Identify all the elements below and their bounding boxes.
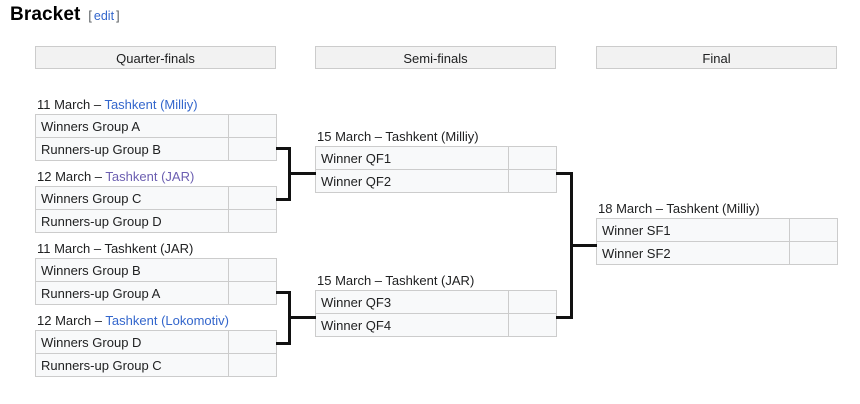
match-qf4: 12 March – Tashkent (Lokomotiv) Winners … [35, 312, 277, 377]
match-qf3-team2: Runners-up Group A [35, 281, 229, 305]
table-row: Winner QF4 [315, 313, 557, 337]
match-sf2-date: 15 March – Tashkent (JAR) [317, 273, 475, 288]
match-qf2-venue-link[interactable]: Tashkent (JAR) [105, 169, 195, 184]
match-qf4-score2 [228, 353, 277, 377]
match-qf4-team1: Winners Group D [35, 330, 229, 354]
table-row: Winners Group A [35, 114, 277, 138]
match-qf1: 11 March – Tashkent (Milliy) Winners Gro… [35, 96, 277, 161]
match-sf2-team2: Winner QF4 [315, 313, 509, 337]
match-qf3-caption: 11 March – Tashkent (JAR) [35, 240, 276, 258]
match-final: 18 March – Tashkent (Milliy) Winner SF1 … [596, 200, 838, 265]
match-qf4-score1 [228, 330, 277, 354]
match-final-score1 [789, 218, 838, 242]
match-final-team2: Winner SF2 [596, 241, 790, 265]
match-qf4-table: Winners Group D Runners-up Group C [35, 330, 277, 377]
match-qf1-score2 [228, 137, 277, 161]
connector-qf2-to-sf1-bottom [276, 198, 291, 201]
match-final-score2 [789, 241, 838, 265]
match-qf2: 12 March – Tashkent (JAR) Winners Group … [35, 168, 277, 233]
edit-section-link-wrapper: [edit] [88, 9, 119, 23]
match-qf4-caption: 12 March – Tashkent (Lokomotiv) [35, 312, 276, 330]
match-sf1: 15 March – Tashkent (Milliy) Winner QF1 … [315, 128, 557, 193]
match-qf2-date: 12 March – [37, 169, 106, 184]
match-qf4-venue-link[interactable]: Tashkent (Lokomotiv) [105, 313, 229, 328]
match-sf2-score1 [508, 290, 557, 314]
section-heading: Bracket [edit] [10, 4, 120, 26]
match-sf2-score2 [508, 313, 557, 337]
table-row: Winner QF3 [315, 290, 557, 314]
match-qf4-date: 12 March – [37, 313, 106, 328]
table-row: Winner QF1 [315, 146, 557, 170]
match-qf1-team2: Runners-up Group B [35, 137, 229, 161]
match-qf2-team2: Runners-up Group D [35, 209, 229, 233]
match-sf1-team1: Winner QF1 [315, 146, 509, 170]
match-qf3: 11 March – Tashkent (JAR) Winners Group … [35, 240, 277, 305]
match-qf3-score2 [228, 281, 277, 305]
match-qf2-caption: 12 March – Tashkent (JAR) [35, 168, 276, 186]
match-qf1-date: 11 March – [37, 97, 105, 112]
connector-final-stub [570, 244, 597, 247]
round-header-quarter-finals: Quarter-finals [35, 46, 276, 69]
table-row: Runners-up Group C [35, 353, 277, 377]
match-sf1-score2 [508, 169, 557, 193]
connector-sf1-stub [288, 172, 316, 175]
match-final-team1: Winner SF1 [596, 218, 790, 242]
table-row: Winners Group C [35, 186, 277, 210]
match-qf3-date: 11 March – Tashkent (JAR) [37, 241, 194, 256]
match-qf4-team2: Runners-up Group C [35, 353, 229, 377]
match-sf1-score1 [508, 146, 557, 170]
connector-qf1-to-sf1-top [276, 147, 291, 150]
round-header-semi-finals: Semi-finals [315, 46, 556, 69]
match-qf2-score1 [228, 186, 277, 210]
match-sf2: 15 March – Tashkent (JAR) Winner QF3 Win… [315, 272, 557, 337]
connector-sf2-to-final-bottom [556, 316, 573, 319]
match-qf1-score1 [228, 114, 277, 138]
match-qf3-team1: Winners Group B [35, 258, 229, 282]
table-row: Winner SF2 [596, 241, 838, 265]
match-qf1-venue-link[interactable]: Tashkent (Milliy) [104, 97, 198, 112]
edit-bracket-close: ] [116, 9, 120, 23]
connector-sf2-stub [288, 316, 316, 319]
round-header-final: Final [596, 46, 837, 69]
match-qf1-caption: 11 March – Tashkent (Milliy) [35, 96, 276, 114]
match-qf3-score1 [228, 258, 277, 282]
match-sf1-caption: 15 March – Tashkent (Milliy) [315, 128, 556, 146]
match-sf2-caption: 15 March – Tashkent (JAR) [315, 272, 556, 290]
table-row: Winner SF1 [596, 218, 838, 242]
match-final-table: Winner SF1 Winner SF2 [596, 218, 838, 265]
match-sf1-team2: Winner QF2 [315, 169, 509, 193]
connector-qf3-to-sf2-top [276, 291, 291, 294]
connector-qf4-to-sf2-bottom [276, 342, 291, 345]
page-title: Bracket [10, 4, 81, 25]
match-qf3-table: Winners Group B Runners-up Group A [35, 258, 277, 305]
match-qf2-team1: Winners Group C [35, 186, 229, 210]
table-row: Runners-up Group B [35, 137, 277, 161]
connector-sf1-to-final-top [556, 172, 573, 175]
match-qf2-table: Winners Group C Runners-up Group D [35, 186, 277, 233]
table-row: Winner QF2 [315, 169, 557, 193]
match-sf2-table: Winner QF3 Winner QF4 [315, 290, 557, 337]
table-row: Winners Group B [35, 258, 277, 282]
match-sf1-table: Winner QF1 Winner QF2 [315, 146, 557, 193]
edit-bracket-open: [ [88, 9, 92, 23]
match-qf1-team1: Winners Group A [35, 114, 229, 138]
table-row: Runners-up Group D [35, 209, 277, 233]
table-row: Runners-up Group A [35, 281, 277, 305]
match-sf2-team1: Winner QF3 [315, 290, 509, 314]
match-final-caption: 18 March – Tashkent (Milliy) [596, 200, 837, 218]
match-sf1-date: 15 March – Tashkent (Milliy) [317, 129, 479, 144]
match-qf2-score2 [228, 209, 277, 233]
table-row: Winners Group D [35, 330, 277, 354]
edit-section-link[interactable]: edit [93, 9, 115, 23]
match-qf1-table: Winners Group A Runners-up Group B [35, 114, 277, 161]
match-final-date: 18 March – Tashkent (Milliy) [598, 201, 760, 216]
